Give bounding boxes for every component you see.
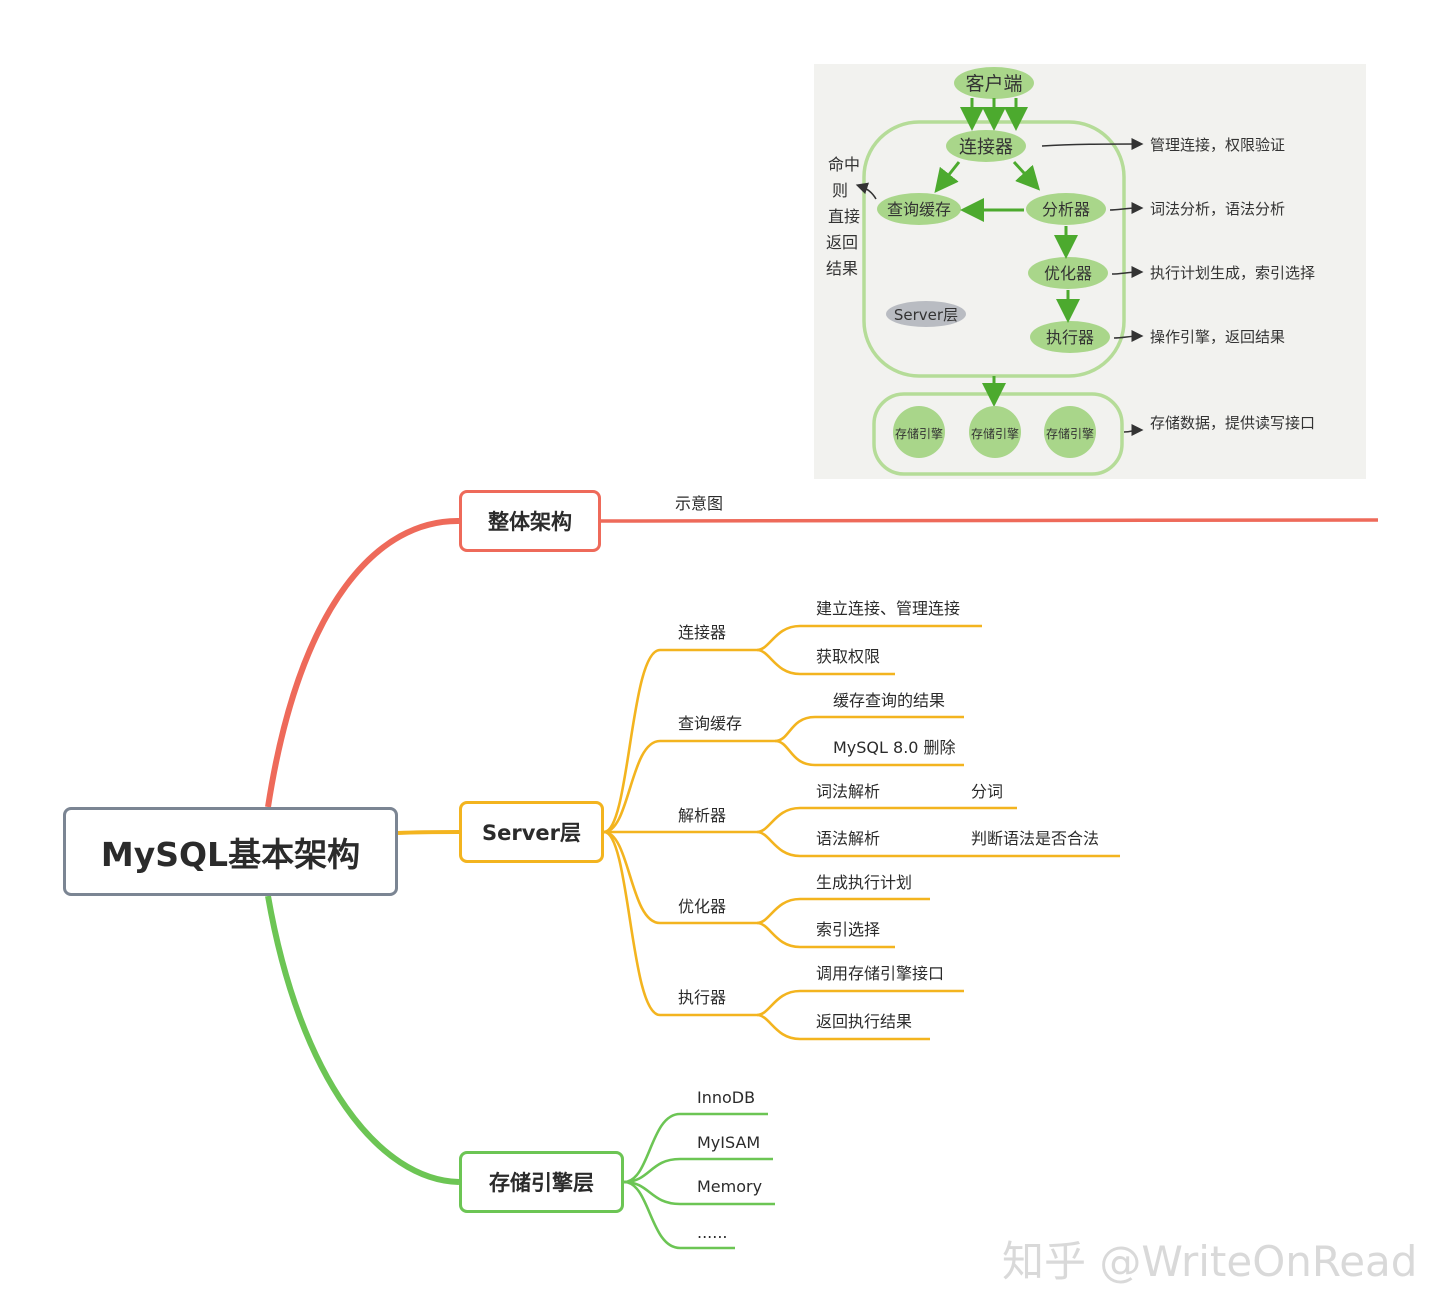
- server-child-parser[interactable]: 解析器: [678, 806, 727, 825]
- query-cache-item[interactable]: 缓存查询的结果: [833, 691, 946, 710]
- parser-item[interactable]: 词法解析: [816, 782, 881, 801]
- sketch-hit-note: 命中: [828, 155, 860, 174]
- executor-item[interactable]: 调用存储引擎接口: [816, 964, 945, 983]
- branch-overall-architecture[interactable]: 整体架构: [459, 490, 601, 552]
- optimizer-item[interactable]: 生成执行计划: [816, 873, 913, 892]
- sketch-engine-label: 存储引擎: [895, 426, 943, 441]
- executor-item[interactable]: 返回执行结果: [816, 1012, 913, 1031]
- architecture-sketch-image: 客户端 连接器 查询缓存 分析器 优化器 执行器 Server层: [814, 64, 1366, 479]
- sketch-server-layer-label: Server层: [894, 306, 958, 324]
- parser-sub-item[interactable]: 判断语法是否合法: [971, 829, 1100, 848]
- sketch-engine-label: 存储引擎: [1046, 426, 1094, 441]
- overall-child-diagram[interactable]: 示意图: [675, 494, 724, 513]
- sketch-hit-note: 直接: [828, 207, 860, 226]
- server-child-connector[interactable]: 连接器: [678, 623, 727, 642]
- branch-server-layer[interactable]: Server层: [459, 801, 604, 863]
- zhihu-watermark: 知乎 @WriteOnRead: [1002, 1237, 1418, 1286]
- storage-engine-item[interactable]: InnoDB: [697, 1088, 756, 1107]
- branch-storage-engine-layer[interactable]: 存储引擎层: [459, 1151, 624, 1213]
- sketch-hit-note: 结果: [826, 259, 858, 278]
- storage-engine-item[interactable]: Memory: [697, 1177, 763, 1196]
- storage-engine-item[interactable]: MyISAM: [697, 1133, 761, 1152]
- server-child-executor[interactable]: 执行器: [678, 988, 727, 1007]
- parser-item[interactable]: 语法解析: [816, 829, 881, 848]
- sketch-note-executor: 操作引擎，返回结果: [1150, 328, 1285, 346]
- connector-item[interactable]: 获取权限: [816, 647, 881, 666]
- sketch-analyzer-label: 分析器: [1042, 200, 1090, 219]
- sketch-hit-note: 返回: [826, 233, 858, 252]
- sketch-optimizer-label: 优化器: [1044, 264, 1092, 283]
- sketch-connector-label: 连接器: [959, 137, 1013, 158]
- sketch-hit-note: 则: [832, 181, 848, 200]
- server-child-query-cache[interactable]: 查询缓存: [678, 714, 743, 733]
- sketch-note-connector: 管理连接，权限验证: [1150, 136, 1285, 154]
- sketch-query-cache-label: 查询缓存: [887, 200, 951, 219]
- sketch-note-analyzer: 词法分析，语法分析: [1150, 200, 1285, 218]
- sketch-executor-label: 执行器: [1046, 328, 1094, 347]
- sketch-note-engine: 存储数据，提供读写接口: [1150, 414, 1315, 432]
- connector-item[interactable]: 建立连接、管理连接: [816, 599, 961, 618]
- sketch-client-label: 客户端: [965, 73, 1022, 95]
- sketch-note-optimizer: 执行计划生成，索引选择: [1150, 264, 1315, 282]
- parser-sub-item[interactable]: 分词: [971, 782, 1004, 801]
- storage-engine-item[interactable]: ......: [697, 1223, 728, 1242]
- server-child-optimizer[interactable]: 优化器: [678, 897, 727, 916]
- query-cache-item[interactable]: MySQL 8.0 删除: [833, 738, 956, 757]
- optimizer-item[interactable]: 索引选择: [816, 920, 881, 939]
- root-node[interactable]: MySQL基本架构: [63, 807, 398, 896]
- sketch-engine-label: 存储引擎: [971, 426, 1019, 441]
